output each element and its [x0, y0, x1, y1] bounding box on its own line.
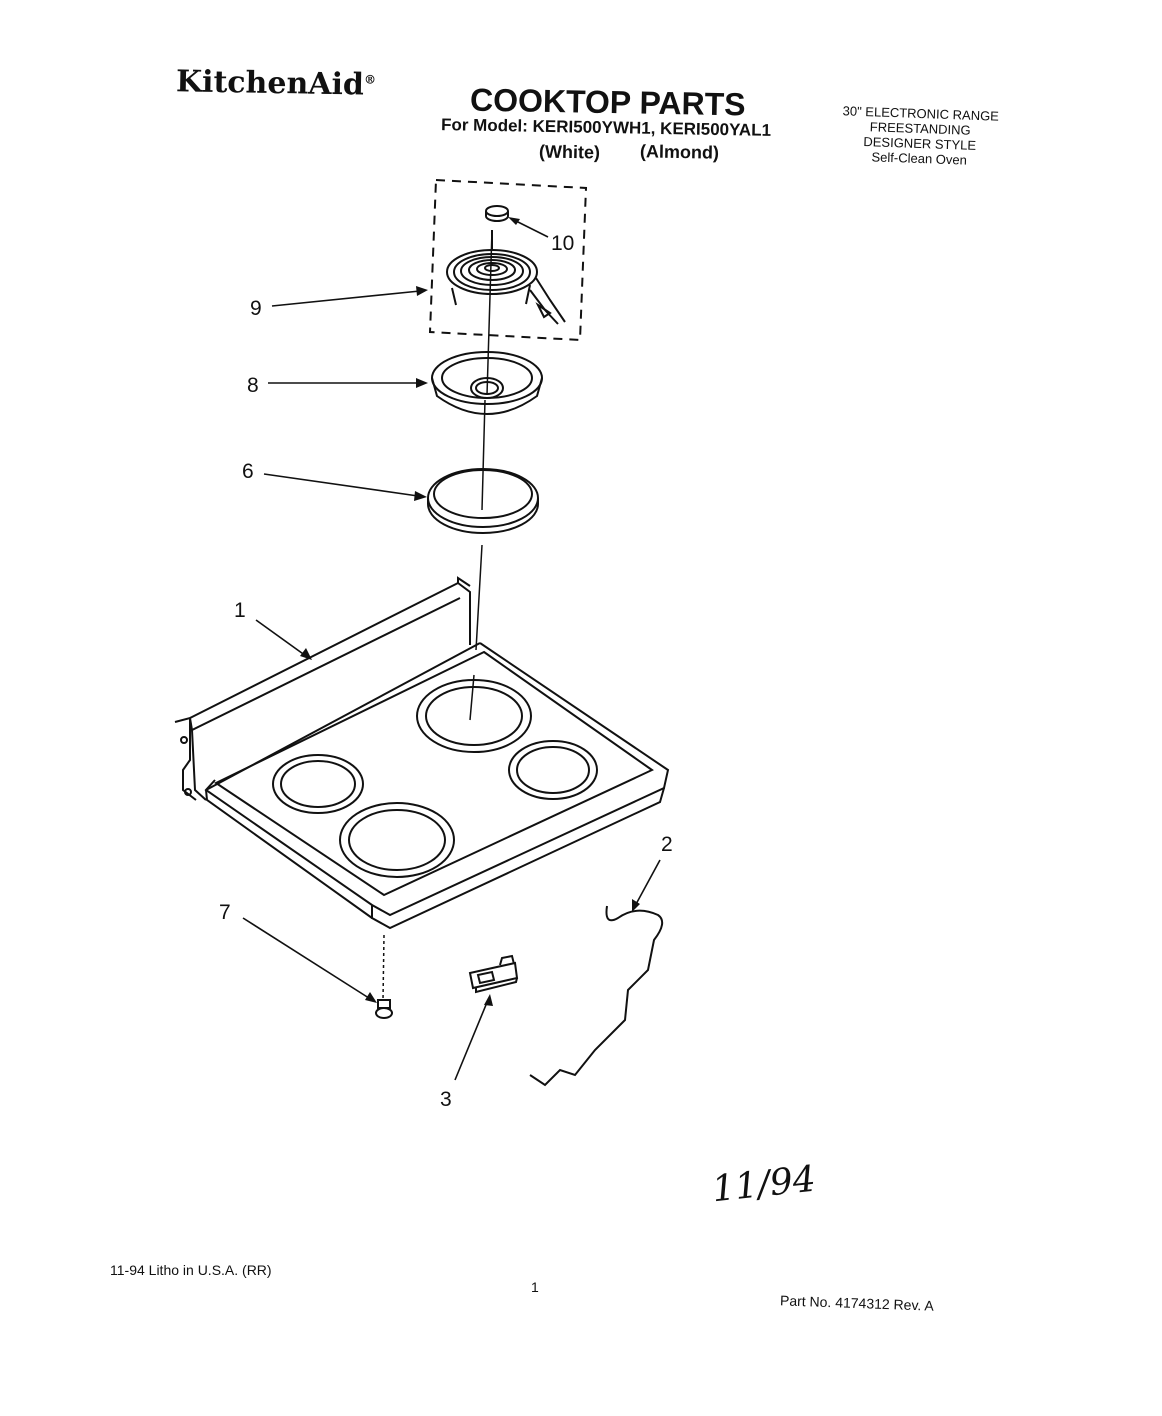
part-1-cooktop — [174, 576, 670, 930]
part-3-clip — [468, 954, 519, 994]
callout-9: 9 — [250, 297, 262, 320]
part-9-coil-element — [446, 230, 566, 325]
page-number: 1 — [531, 1279, 539, 1295]
callout-10: 10 — [551, 232, 574, 255]
leader-1 — [255, 619, 307, 657]
arrowhead-8 — [365, 992, 377, 1003]
arrowhead-3 — [484, 994, 493, 1006]
callout-1: 1 — [234, 599, 246, 622]
leader-6 — [263, 473, 419, 497]
callout-numbers: 10 9 8 6 1 2 7 3 — [219, 232, 673, 1111]
litho-note: 11-94 Litho in U.S.A. (RR) — [110, 1262, 272, 1278]
assembly-axis-line — [469, 229, 493, 721]
callout-7: 8 — [247, 374, 259, 397]
callout-8: 7 — [219, 901, 231, 924]
arrowheads — [300, 217, 640, 1006]
arrowhead-6 — [414, 491, 427, 501]
callout-2: 2 — [661, 833, 673, 856]
part-10-button — [485, 205, 509, 222]
arrowhead-2 — [632, 899, 640, 912]
part-2-wire — [529, 905, 664, 1087]
part-8-screw — [375, 934, 393, 1019]
leader-8 — [242, 917, 373, 1001]
element-kit-box — [428, 178, 588, 342]
leader-3 — [454, 999, 489, 1081]
leader-9 — [271, 290, 421, 307]
arrowhead-1 — [300, 648, 312, 660]
arrowhead-9 — [416, 286, 428, 296]
leader-2 — [634, 859, 661, 907]
arrowhead-7 — [416, 378, 428, 388]
arrowhead-10 — [508, 217, 520, 225]
callout-6: 6 — [242, 460, 254, 483]
callout-3: 3 — [440, 1088, 452, 1111]
leader-lines — [242, 218, 661, 1081]
